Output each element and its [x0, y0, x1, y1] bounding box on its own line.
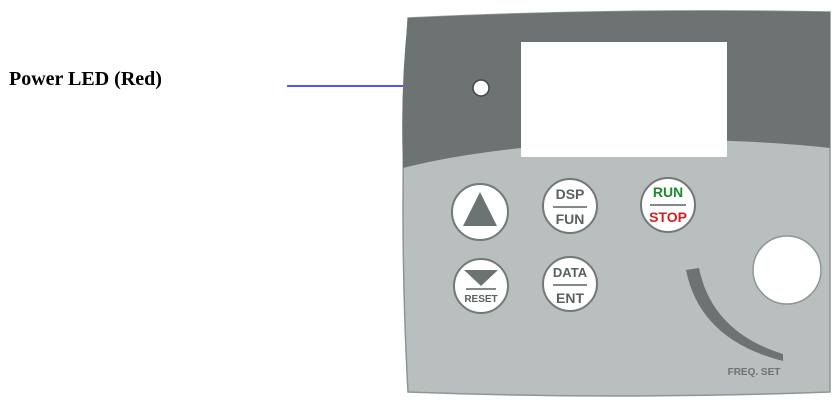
run-label: RUN	[653, 184, 683, 200]
up-triangle-icon	[463, 192, 497, 226]
dsp-fun-button[interactable]: DSP FUN	[542, 178, 598, 234]
reset-label: RESET	[464, 294, 497, 305]
stop-label: STOP	[649, 209, 687, 225]
fun-label: FUN	[556, 211, 585, 227]
dsp-label: DSP	[556, 186, 585, 202]
freq-set-knob[interactable]	[686, 235, 822, 361]
run-stop-button[interactable]: RUN STOP	[640, 177, 696, 233]
down-reset-button[interactable]: RESET	[453, 258, 509, 314]
data-ent-button[interactable]: DATA ENT	[542, 256, 598, 312]
power-led	[472, 79, 490, 97]
freq-set-label: FREQ. SET	[728, 367, 781, 378]
power-led-callout-label: Power LED (Red)	[9, 68, 162, 90]
up-button[interactable]	[451, 183, 509, 241]
data-label: DATA	[553, 265, 588, 280]
display-window	[521, 42, 727, 157]
down-triangle-icon	[464, 270, 498, 286]
ent-label: ENT	[556, 290, 584, 306]
